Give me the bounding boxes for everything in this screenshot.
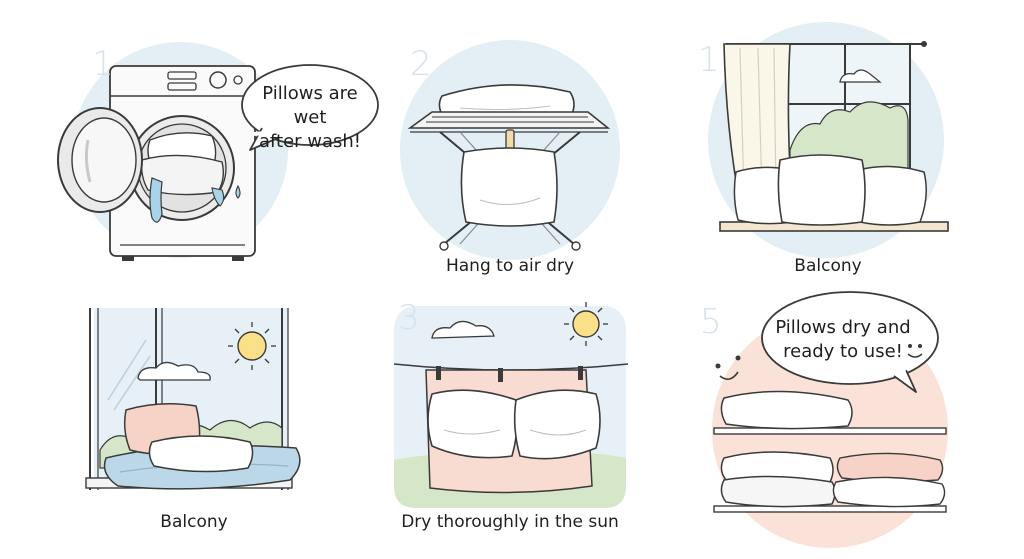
speech-bubble-text: Pillows are wet after wash! — [246, 82, 374, 154]
clothesline-illustration — [393, 302, 629, 508]
panel-caption: Balcony — [794, 256, 862, 276]
speech-bubble-line: after wash! — [258, 131, 362, 152]
panel-caption: Dry thoroughly in the sun — [401, 512, 619, 532]
panel-balcony-blanket: Balcony — [0, 280, 340, 559]
balcony-window-illustration — [708, 22, 949, 258]
panel-drying-rack: 2 Hang to air dry — [340, 0, 680, 280]
step-number: 1 — [92, 44, 114, 84]
washing-machine-illustration — [57, 42, 379, 261]
speech-bubble-text: Pillows dry and ready to use! — [768, 316, 918, 364]
shelves-illustration — [712, 291, 948, 548]
panel-washing-machine: 1 Pillows are wet after wash! — [0, 0, 379, 280]
balcony-blanket-illustration — [85, 308, 301, 490]
speech-bubble-line: Pillows are wet — [262, 83, 358, 128]
panel-shelves: 5 Pillows dry and ready to use! — [680, 280, 1024, 559]
speech-bubble-line: Pillows dry and — [775, 317, 911, 338]
step-number: 3 — [398, 298, 420, 338]
panel-balcony-window: 1 Balcony — [680, 0, 1024, 280]
step-number: 1 — [698, 40, 720, 80]
step-number: 5 — [700, 302, 722, 342]
panel-clothesline: 3 Dry thoroughly in the sun — [340, 280, 680, 559]
drying-rack-illustration — [400, 40, 620, 260]
step-number: 2 — [410, 44, 432, 84]
panel-caption: Hang to air dry — [445, 256, 574, 276]
speech-bubble-line: ready to use! — [783, 341, 903, 362]
panel-caption: Balcony — [160, 512, 228, 532]
